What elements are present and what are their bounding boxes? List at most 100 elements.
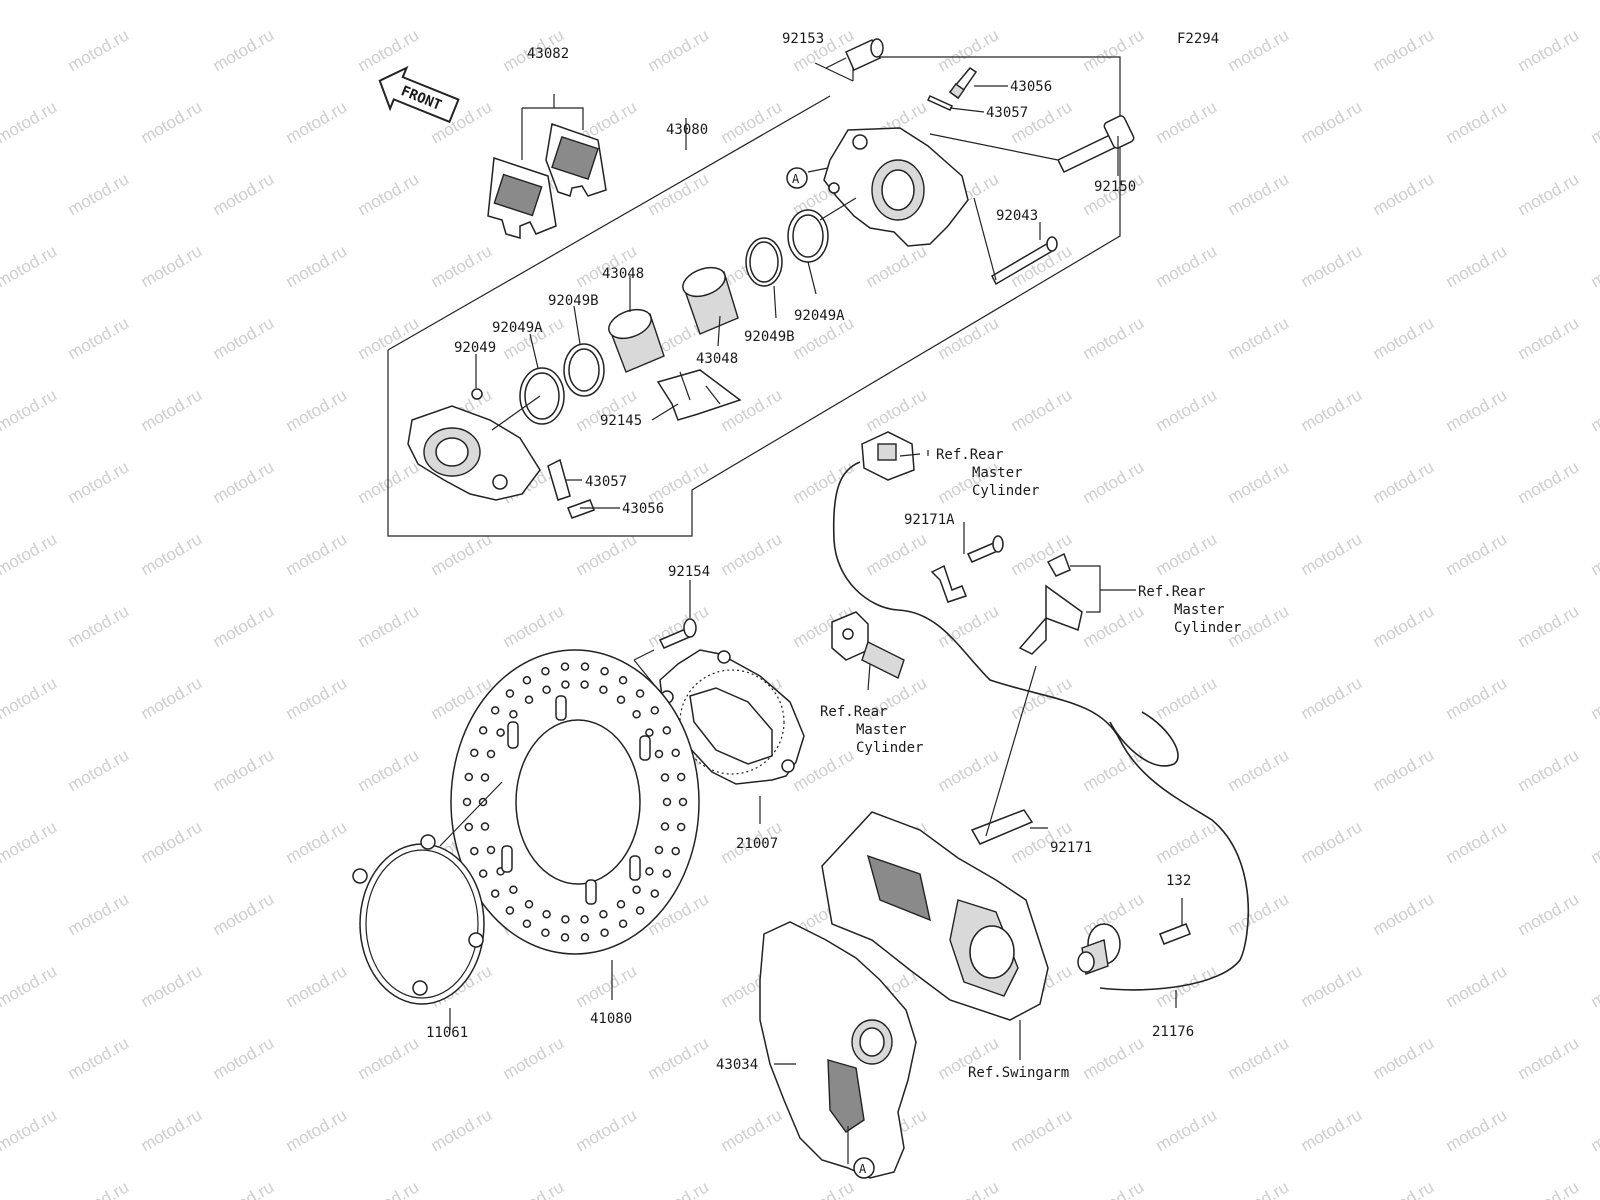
watermark-text: motod.ru xyxy=(65,25,133,75)
watermark-text: motod.ru xyxy=(790,745,858,795)
watermark-text: motod.ru xyxy=(573,1105,641,1155)
ref-line: Master xyxy=(972,465,1023,481)
callout-marker-upper xyxy=(786,167,808,189)
watermark-text: motod.ru xyxy=(1008,385,1076,435)
bleeder-valve-upper xyxy=(948,67,978,100)
callout-marker-lower xyxy=(853,1157,875,1179)
label-43048-lower: 43048 xyxy=(696,351,738,367)
watermark-text: motod.ru xyxy=(1443,97,1511,147)
disc-hole xyxy=(599,909,608,919)
disc-hole xyxy=(462,797,472,807)
callout-letter-upper: A xyxy=(792,172,800,186)
label-92049B-right: 92049B xyxy=(744,329,795,345)
watermark-text: motod.ru xyxy=(1153,97,1221,147)
hose-clamp-reference xyxy=(1018,552,1083,655)
label-43082: 43082 xyxy=(527,46,569,62)
watermark-text: motod.ru xyxy=(1298,673,1366,723)
watermark-text: motod.ru xyxy=(1153,0,1221,3)
watermark-text: motod.ru xyxy=(355,25,423,75)
watermark-text: motod.ru xyxy=(1298,241,1366,291)
watermark-text: motod.ru xyxy=(138,961,206,1011)
watermark-text: motod.ru xyxy=(1153,817,1221,867)
watermark-text: motod.ru xyxy=(1588,1105,1600,1155)
watermark-text: motod.ru xyxy=(1225,889,1293,939)
disc-hole xyxy=(616,695,626,705)
watermark-text: motod.ru xyxy=(65,169,133,219)
watermark-text: motod.ru xyxy=(1588,961,1600,1011)
disc-hole xyxy=(561,680,570,689)
disc-hole xyxy=(660,773,670,782)
watermark-text: motod.ru xyxy=(1225,457,1293,507)
watermark-text: motod.ru xyxy=(138,673,206,723)
label-43080: 43080 xyxy=(666,122,708,138)
disc-hole xyxy=(676,772,686,782)
ref-line: Cylinder xyxy=(1174,620,1241,636)
disc-hole xyxy=(541,666,550,676)
watermark-text: motod.ru xyxy=(1080,601,1148,651)
disc-hole xyxy=(478,869,488,878)
bleeder-cap-lower xyxy=(547,458,571,501)
disc-hole xyxy=(632,885,641,894)
disc-hole xyxy=(480,822,490,831)
disc-hole xyxy=(671,846,680,856)
watermark-text: motod.ru xyxy=(645,457,713,507)
watermark-text: motod.ru xyxy=(1298,529,1366,579)
watermark-text: motod.ru xyxy=(65,745,133,795)
watermark-text: motod.ru xyxy=(1515,1177,1583,1200)
watermark-text: motod.ru xyxy=(1588,529,1600,579)
watermark-text: motod.ru xyxy=(500,601,568,651)
label-92145: 92145 xyxy=(600,413,642,429)
disc-hole xyxy=(618,676,628,685)
label-21007: 21007 xyxy=(736,836,778,852)
watermark-text: motod.ru xyxy=(1298,1105,1366,1155)
disc-hole xyxy=(486,749,496,759)
ref-line: Ref.Rear xyxy=(936,447,1003,463)
disc-hole xyxy=(635,689,645,698)
watermark-text: motod.ru xyxy=(210,313,278,363)
watermark-text: motod.ru xyxy=(0,241,60,291)
watermark-text: motod.ru xyxy=(1153,961,1221,1011)
watermark-text: motod.ru xyxy=(645,1033,713,1083)
abs-connector xyxy=(861,431,915,481)
watermark-text: motod.ru xyxy=(573,961,641,1011)
disc-hole xyxy=(486,845,496,855)
watermark-text: motod.ru xyxy=(1515,313,1583,363)
watermark-text: motod.ru xyxy=(138,817,206,867)
disc-hole xyxy=(654,749,664,759)
disc-hole xyxy=(645,728,654,737)
watermark-text: motod.ru xyxy=(1443,961,1511,1011)
watermark-text: motod.ru xyxy=(210,745,278,795)
disc-hole xyxy=(522,676,532,685)
watermark-text: motod.ru xyxy=(645,1177,713,1200)
watermark-text: motod.ru xyxy=(1225,1033,1293,1083)
watermark-text: motod.ru xyxy=(210,601,278,651)
watermark-text: motod.ru xyxy=(355,745,423,795)
watermark-text: motod.ru xyxy=(1515,169,1583,219)
disc-hole xyxy=(671,748,680,758)
bleeder-cap-upper xyxy=(926,95,954,111)
disc-hole xyxy=(541,928,550,938)
abs-sensor-harness xyxy=(832,461,1250,991)
watermark-text: motod.ru xyxy=(1588,385,1600,435)
watermark-text: motod.ru xyxy=(500,1033,568,1083)
watermark-text: motod.ru xyxy=(1443,241,1511,291)
label-41080: 41080 xyxy=(590,1011,632,1027)
watermark-text: motod.ru xyxy=(283,97,351,147)
watermark-text: motod.ru xyxy=(138,1105,206,1155)
watermark-text: motod.ru xyxy=(1588,241,1600,291)
disc-hole xyxy=(599,685,608,695)
disc-hole xyxy=(600,666,609,676)
watermark-text: motod.ru xyxy=(790,1177,858,1200)
watermark-text: motod.ru xyxy=(283,385,351,435)
watermark-text: motod.ru xyxy=(428,529,496,579)
watermark-text: motod.ru xyxy=(65,1033,133,1083)
watermark-text: motod.ru xyxy=(935,25,1003,75)
watermark-text: motod.ru xyxy=(65,601,133,651)
disc-hole xyxy=(505,906,515,915)
disc-hole xyxy=(662,797,672,807)
watermark-text: motod.ru xyxy=(1080,457,1148,507)
watermark-text: motod.ru xyxy=(718,97,786,147)
watermark-text: motod.ru xyxy=(718,0,786,3)
watermark-text: motod.ru xyxy=(790,457,858,507)
